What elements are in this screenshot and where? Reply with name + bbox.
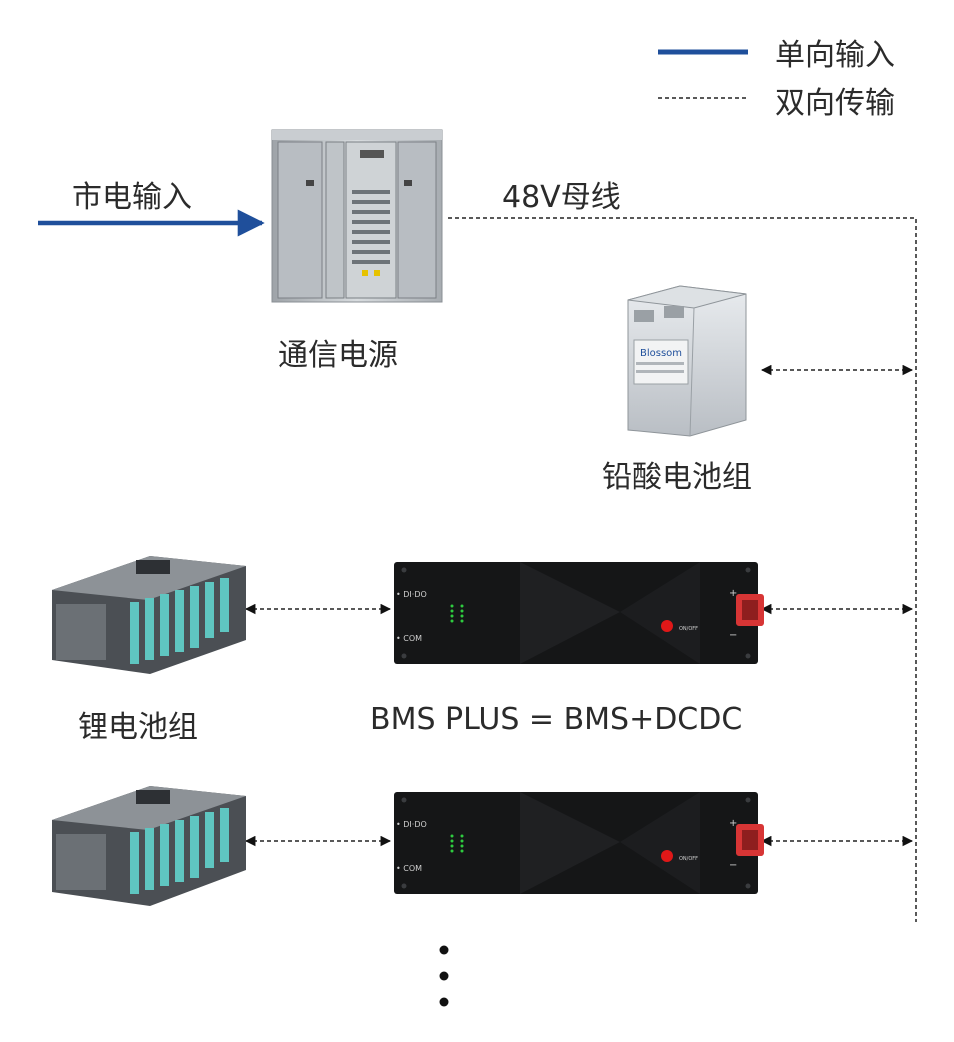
- lithium-battery-pack-2: [52, 786, 246, 906]
- grid-input-label: 市电输入: [72, 180, 192, 215]
- bms-device-2: • DI·DO • COM ON/OFF + −: [394, 792, 764, 894]
- bms1-terminal-minus: −: [729, 630, 737, 641]
- bus-line: [448, 217, 917, 922]
- bms-plus-label: BMS PLUS = BMS+DCDC: [370, 702, 743, 737]
- legend-solid-label: 单向输入: [775, 38, 895, 73]
- bms2-terminal-minus: −: [729, 860, 737, 871]
- lead-acid-battery: Blossom: [627, 285, 747, 437]
- bms1-switch-label: ON/OFF: [679, 626, 698, 632]
- bms2-switch-label: ON/OFF: [679, 856, 698, 862]
- bms1-port-com: • COM: [396, 634, 422, 643]
- bms-device-1: • DI·DO • COM ON/OFF + −: [394, 562, 764, 664]
- telecom-power-cabinet: [271, 129, 443, 303]
- continuation-dots: [439, 945, 449, 1007]
- lithium-battery-pack-1: [52, 556, 246, 674]
- lead-acid-brand: Blossom: [640, 348, 682, 359]
- bms1-terminal-plus: +: [729, 588, 737, 599]
- bms2-terminal-plus: +: [729, 818, 737, 829]
- bms2-port-com: • COM: [396, 864, 422, 873]
- lithium-label: 锂电池组: [78, 710, 198, 745]
- lead-acid-label: 铅酸电池组: [602, 460, 752, 495]
- telecom-power-label: 通信电源: [278, 338, 398, 373]
- bms1-port-didio: • DI·DO: [396, 590, 427, 599]
- bms2-port-didio: • DI·DO: [396, 820, 427, 829]
- legend-dashed-label: 双向传输: [775, 86, 895, 121]
- bus-label: 48V母线: [502, 180, 621, 215]
